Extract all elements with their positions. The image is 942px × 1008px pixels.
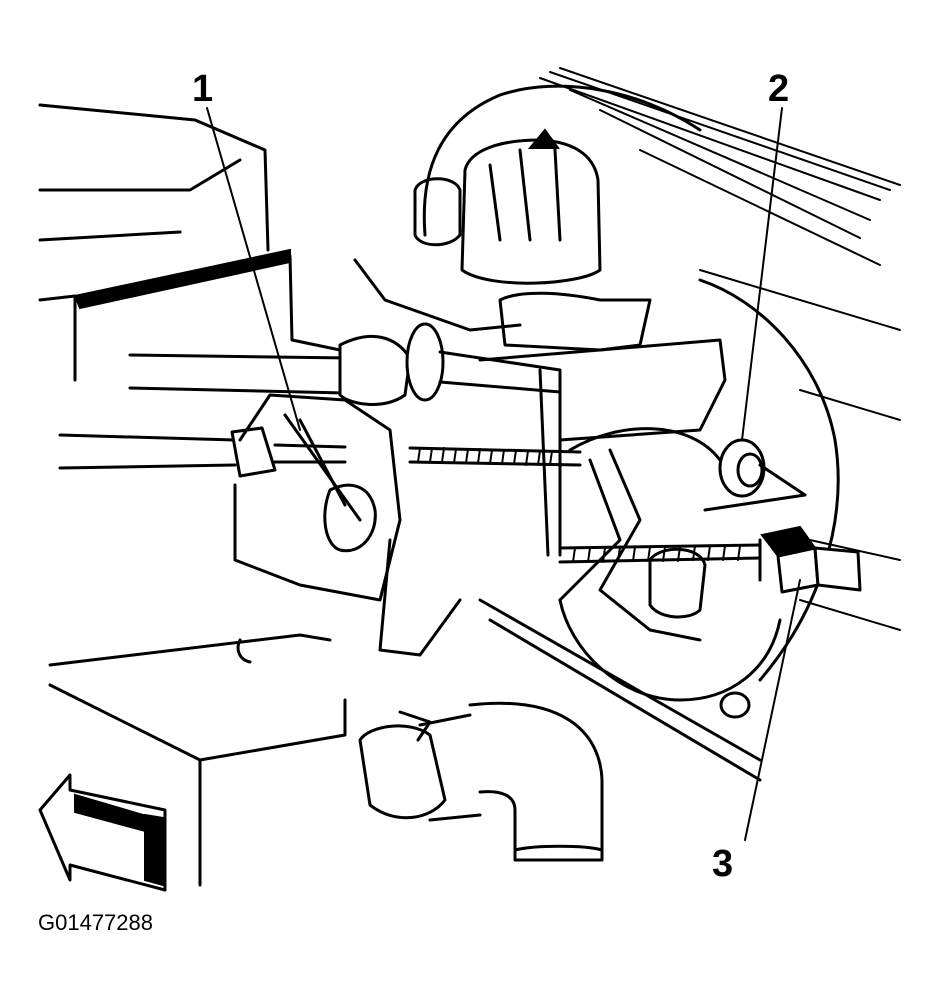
valve-body	[353, 84, 727, 557]
lower-cable	[58, 426, 347, 478]
fastener-nut	[703, 438, 807, 512]
front-arrow-icon	[38, 773, 167, 892]
callout-2: 2	[768, 68, 790, 110]
grille-ribs	[539, 67, 901, 631]
leader-lines	[206, 107, 801, 841]
threaded-rod	[408, 446, 762, 564]
shift-bracket	[233, 393, 462, 657]
upper-cable	[128, 322, 562, 406]
connector-clip	[758, 525, 862, 594]
callout-1: 1	[192, 68, 214, 110]
lower-hose	[358, 701, 604, 862]
callout-3: 3	[712, 843, 734, 885]
figure-id: G01477288	[38, 910, 153, 935]
upper-left-box	[38, 103, 342, 382]
lower-left-block	[48, 633, 347, 887]
